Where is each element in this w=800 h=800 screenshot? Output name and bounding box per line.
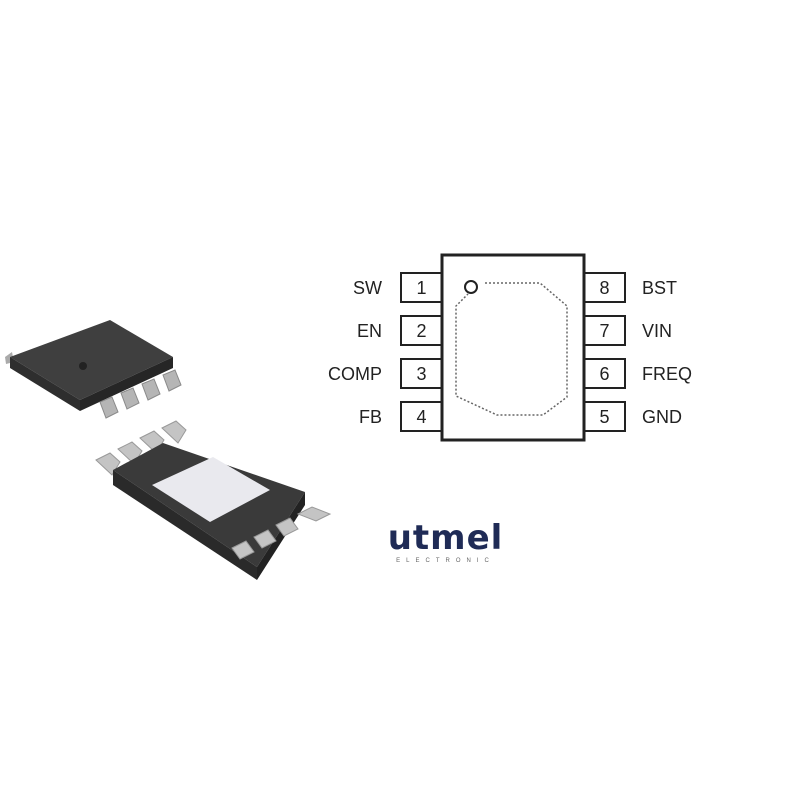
exposed-pad-outline — [455, 282, 568, 416]
pin-label: FB — [358, 407, 382, 427]
pin-number: 3 — [416, 364, 427, 384]
pin-number: 2 — [416, 321, 427, 341]
pin-number: 1 — [416, 278, 427, 298]
pin-box — [583, 315, 626, 346]
pin-label: BST — [642, 278, 678, 298]
pinout-diagram — [400, 253, 626, 442]
pin-box — [400, 272, 443, 303]
utmel-logo: utmel ELECTRONIC — [383, 520, 508, 564]
pin-number: 4 — [416, 407, 427, 427]
pin-number: 5 — [599, 407, 610, 427]
logo-subtitle: ELECTRONIC — [396, 558, 495, 564]
pin-number: 8 — [599, 278, 610, 298]
chip-3d-top — [5, 320, 182, 419]
pin-label: VIN — [642, 321, 673, 341]
pin-label: SW — [353, 278, 382, 298]
pin-number: 7 — [599, 321, 610, 341]
logo-brand: utmel — [387, 518, 504, 558]
pin-label: EN — [356, 321, 382, 341]
pin-label: FREQ — [642, 364, 693, 384]
pin-number: 6 — [599, 364, 610, 384]
pin-label: GND — [642, 407, 682, 427]
chip-3d-bottom — [95, 420, 332, 580]
pin1-marker — [464, 280, 478, 294]
pin-label: COMP — [328, 364, 382, 384]
pin-box — [400, 315, 443, 346]
pin-box — [583, 401, 626, 432]
pin-box — [583, 358, 626, 389]
ic-body — [440, 253, 586, 442]
pin-box — [583, 272, 626, 303]
pin-box — [400, 401, 443, 432]
pin-box — [400, 358, 443, 389]
